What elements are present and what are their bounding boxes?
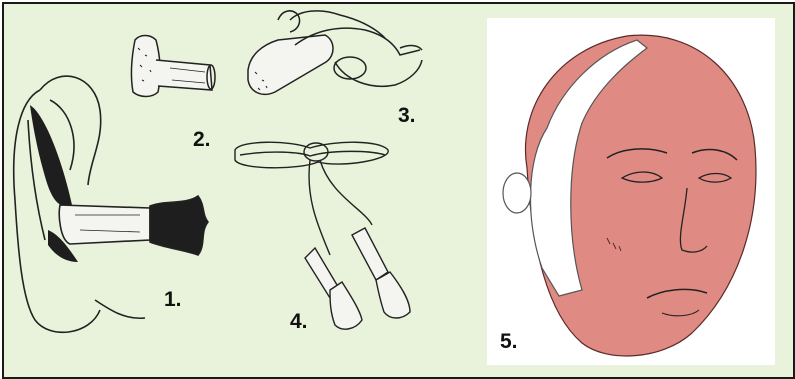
- fingers-rolling-earplug-illustration: [248, 11, 422, 94]
- ear-protector-panel: [487, 18, 775, 365]
- corded-earplugs-illustration: [235, 142, 410, 329]
- label-2: 2.: [193, 128, 211, 152]
- label-4: 4.: [290, 310, 308, 334]
- label-1: 1.: [164, 288, 182, 312]
- label-5: 5.: [500, 330, 518, 354]
- label-3: 3.: [398, 104, 416, 128]
- foam-earplug-illustration: [132, 36, 215, 97]
- face-with-ear-protector-illustration: [487, 18, 775, 365]
